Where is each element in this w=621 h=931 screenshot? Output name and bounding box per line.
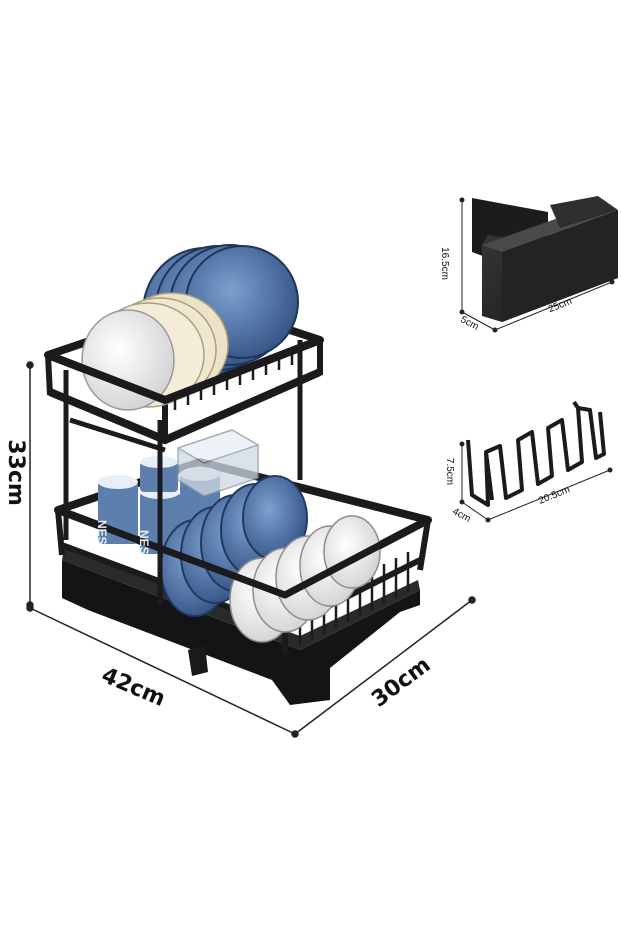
cup-print-left: NES <box>95 520 109 545</box>
glass-container <box>176 429 260 497</box>
hook-height-label: 7.5cm <box>444 457 456 486</box>
cup-print-right: NES <box>137 530 151 555</box>
height-label: 33cm <box>2 439 28 506</box>
holder-height-label: 16.5cm <box>438 247 450 280</box>
dimension-lines <box>26 361 476 738</box>
utensil-holder <box>459 196 618 333</box>
dish-rack <box>44 244 432 705</box>
wire-hook <box>459 400 613 523</box>
